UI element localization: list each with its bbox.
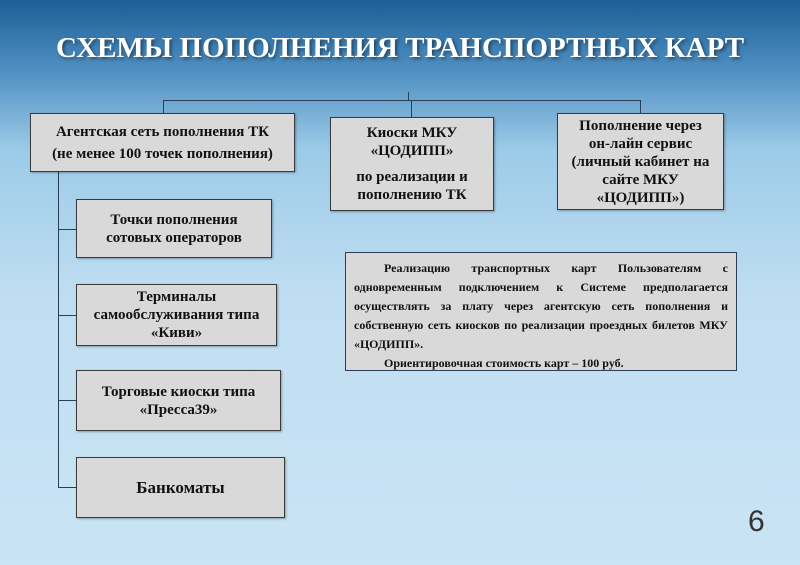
box-line: Точки пополнения <box>110 211 238 228</box>
box-line: Киоски МКУ <box>366 125 458 141</box>
box-line: «ЦОДИПП») <box>596 189 685 206</box>
press-kiosks-box: Торговые киоски типа «Пресса39» <box>76 370 281 431</box>
box-line: «Пресса39» <box>139 401 218 418</box>
note-price: Ориентировочная стоимость карт – 100 руб… <box>384 356 624 370</box>
connector <box>58 229 76 230</box>
box-line: по реализации и <box>356 169 468 185</box>
box-line: (личный кабинет на <box>571 153 710 170</box>
mobile-operators-box: Точки пополнения сотовых операторов <box>76 199 272 258</box>
atms-box: Банкоматы <box>76 457 285 518</box>
connector <box>58 315 76 316</box>
slide-title: СХЕМЫ ПОПОЛНЕНИЯ ТРАНСПОРТНЫХ КАРТ <box>55 32 745 64</box>
connector <box>163 100 164 113</box>
connector <box>163 100 641 101</box>
qiwi-terminals-box: Терминалы самообслуживания типа «Киви» <box>76 284 277 346</box>
note-box: Реализацию транспортных карт Пользовател… <box>345 252 737 371</box>
note-paragraph: Реализацию транспортных карт Пользовател… <box>354 261 728 351</box>
connector <box>58 172 59 488</box>
agent-network-box: Агентская сеть пополнения ТК (не менее 1… <box>30 113 295 172</box>
box-line: Агентская сеть пополнения ТК <box>55 123 270 140</box>
box-line: Терминалы <box>136 289 217 305</box>
page-number: 6 <box>748 505 765 538</box>
box-line: Пополнение через <box>579 117 702 134</box>
connector <box>58 400 76 401</box>
box-line: самообслуживания типа <box>93 307 260 323</box>
online-service-box: Пополнение через он-лайн сервис (личный … <box>557 113 724 210</box>
box-line: «ЦОДИПП» <box>370 143 454 159</box>
connector <box>58 487 76 488</box>
connector <box>640 100 641 113</box>
kiosks-box: Киоски МКУ «ЦОДИПП» по реализации и попо… <box>330 117 494 211</box>
box-line: (не менее 100 точек пополнения) <box>52 145 273 162</box>
box-line: Торговые киоски типа <box>101 383 256 400</box>
box-line: сотовых операторов <box>106 229 242 246</box>
box-line: сайте МКУ <box>602 171 679 188</box>
box-line: «Киви» <box>150 325 203 341</box>
box-line: пополнению ТК <box>357 187 467 203</box>
box-line: он-лайн сервис <box>588 135 693 152</box>
box-line: Банкоматы <box>136 477 225 497</box>
connector <box>408 92 409 101</box>
connector <box>411 100 412 117</box>
